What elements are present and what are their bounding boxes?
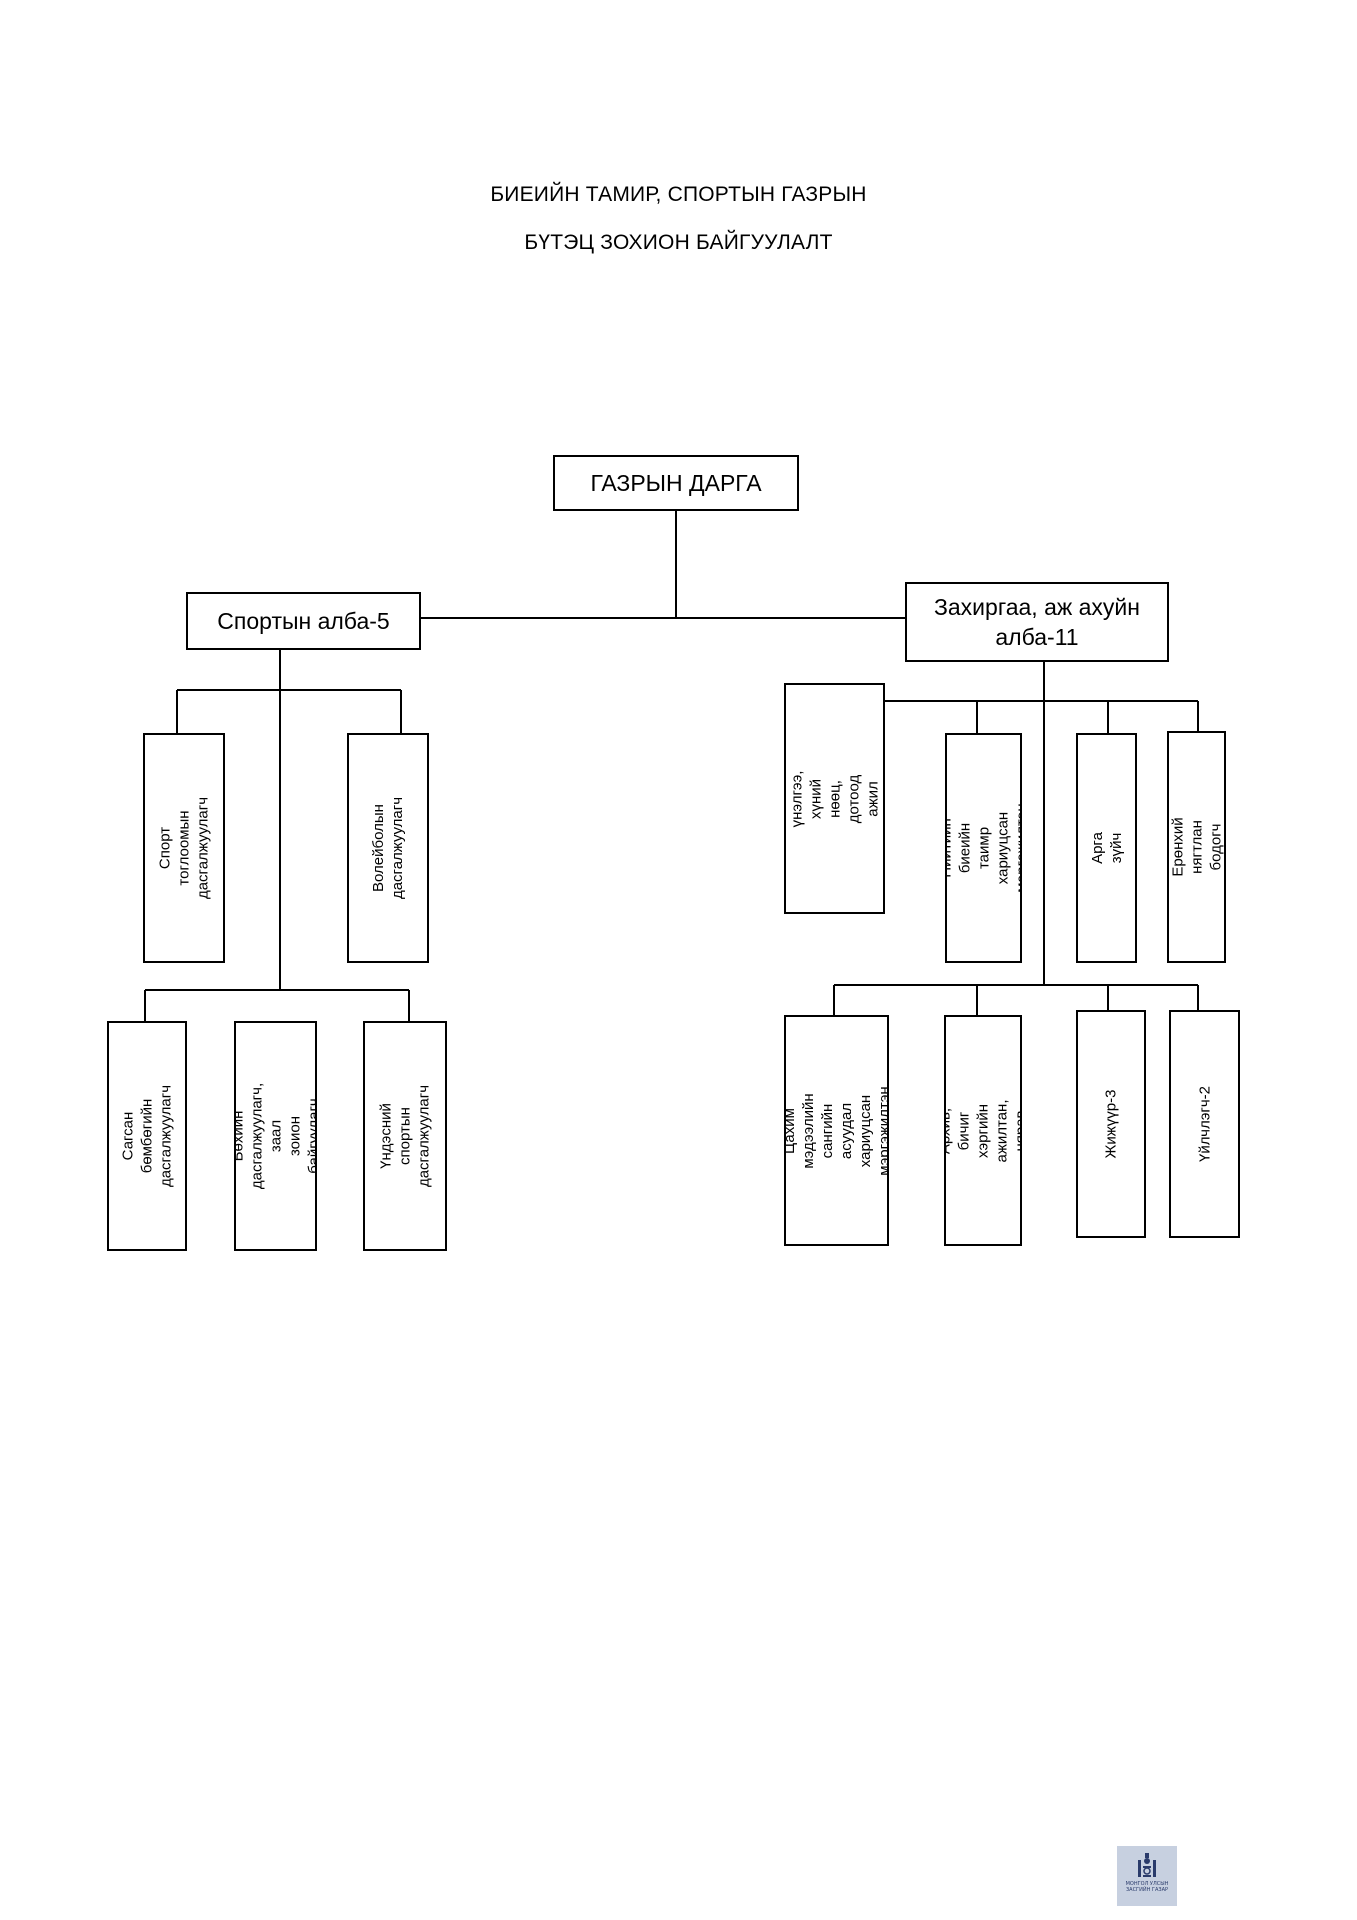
sport-dept-box: Спортын алба-5 bbox=[186, 592, 421, 650]
staff-box: Үндэсний спортын дасгалжуулагч bbox=[363, 1021, 447, 1251]
staff-label: Бөхийн дасгалжуулагч, заал зоион байгуул… bbox=[234, 1082, 317, 1190]
staff-label: Архив, бичиг хэргийн ажилтан, нярав bbox=[944, 1098, 1022, 1163]
staff-label: Нийтийн биеийн таимр хариуцсан мэргэжилт… bbox=[945, 803, 1022, 893]
staff-box: Сагсан бөмбөгийн дасгалжуулагч bbox=[107, 1021, 187, 1251]
staff-label: Цахим мэдээлийн сангийн асуудал хариуцса… bbox=[784, 1085, 889, 1176]
staff-box: Бөхийн дасгалжуулагч, заал зоион байгуул… bbox=[234, 1021, 317, 1251]
staff-box: Хяналт шинжилгээ үнэлгээ, хүний нөөц, до… bbox=[784, 683, 885, 914]
soyombo-emblem-icon bbox=[1138, 1853, 1156, 1877]
staff-label: Сагсан бөмбөгийн дасгалжуулагч bbox=[119, 1084, 175, 1188]
staff-box: Нийтийн биеийн таимр хариуцсан мэргэжилт… bbox=[945, 733, 1022, 963]
staff-label: Ерөнхий нягтлан бодогч bbox=[1169, 817, 1224, 877]
staff-label: Үндэсний спортын дасгалжуулагч bbox=[377, 1084, 433, 1188]
head-label: ГАЗРЫН ДАРГА bbox=[590, 470, 762, 496]
staff-box: Жижүүр-3 bbox=[1076, 1010, 1146, 1238]
admin-dept-label: Захиргаа, аж ахуйн алба-11 bbox=[934, 594, 1140, 650]
staff-label: Хяналт шинжилгээ үнэлгээ, хүний нөөц, до… bbox=[784, 760, 885, 837]
staff-label: Спорт тоглоомын дасгалжуулагч bbox=[156, 796, 212, 900]
staff-box: Үйлчлэгч-2 bbox=[1169, 1010, 1240, 1238]
staff-box: Спорт тоглоомын дасгалжуулагч bbox=[143, 733, 225, 963]
chart-title-line-1: БИЕИЙН ТАМИР, СПОРТЫН ГАЗРЫН bbox=[490, 183, 867, 206]
staff-box: Ерөнхий нягтлан бодогч bbox=[1167, 731, 1226, 963]
staff-label: Үйлчлэгч-2 bbox=[1196, 1086, 1213, 1162]
logo-text: МОНГОЛ УЛСЫН ЗАСГИЙН ГАЗАР bbox=[1125, 1881, 1169, 1893]
government-logo: МОНГОЛ УЛСЫН ЗАСГИЙН ГАЗАР bbox=[1117, 1846, 1177, 1906]
sport-dept-label: Спортын алба-5 bbox=[217, 608, 390, 634]
staff-box: Архив, бичиг хэргийн ажилтан, нярав bbox=[944, 1015, 1022, 1246]
admin-dept-box: Захиргаа, аж ахуйн алба-11 bbox=[905, 582, 1169, 662]
staff-label: Арга зүйч bbox=[1088, 832, 1125, 864]
chart-title-line-2: БҮТЭЦ ЗОХИОН БАЙГУУЛАЛТ bbox=[524, 231, 833, 254]
staff-box: Волейболын дасгалжуулагч bbox=[347, 733, 429, 963]
staff-box: Арга зүйч bbox=[1076, 733, 1137, 963]
staff-label: Волейболын дасгалжуулагч bbox=[370, 796, 406, 900]
head-box: ГАЗРЫН ДАРГА bbox=[553, 455, 799, 511]
staff-box: Цахим мэдээлийн сангийн асуудал хариуцса… bbox=[784, 1015, 889, 1246]
staff-label: Жижүүр-3 bbox=[1102, 1089, 1120, 1159]
